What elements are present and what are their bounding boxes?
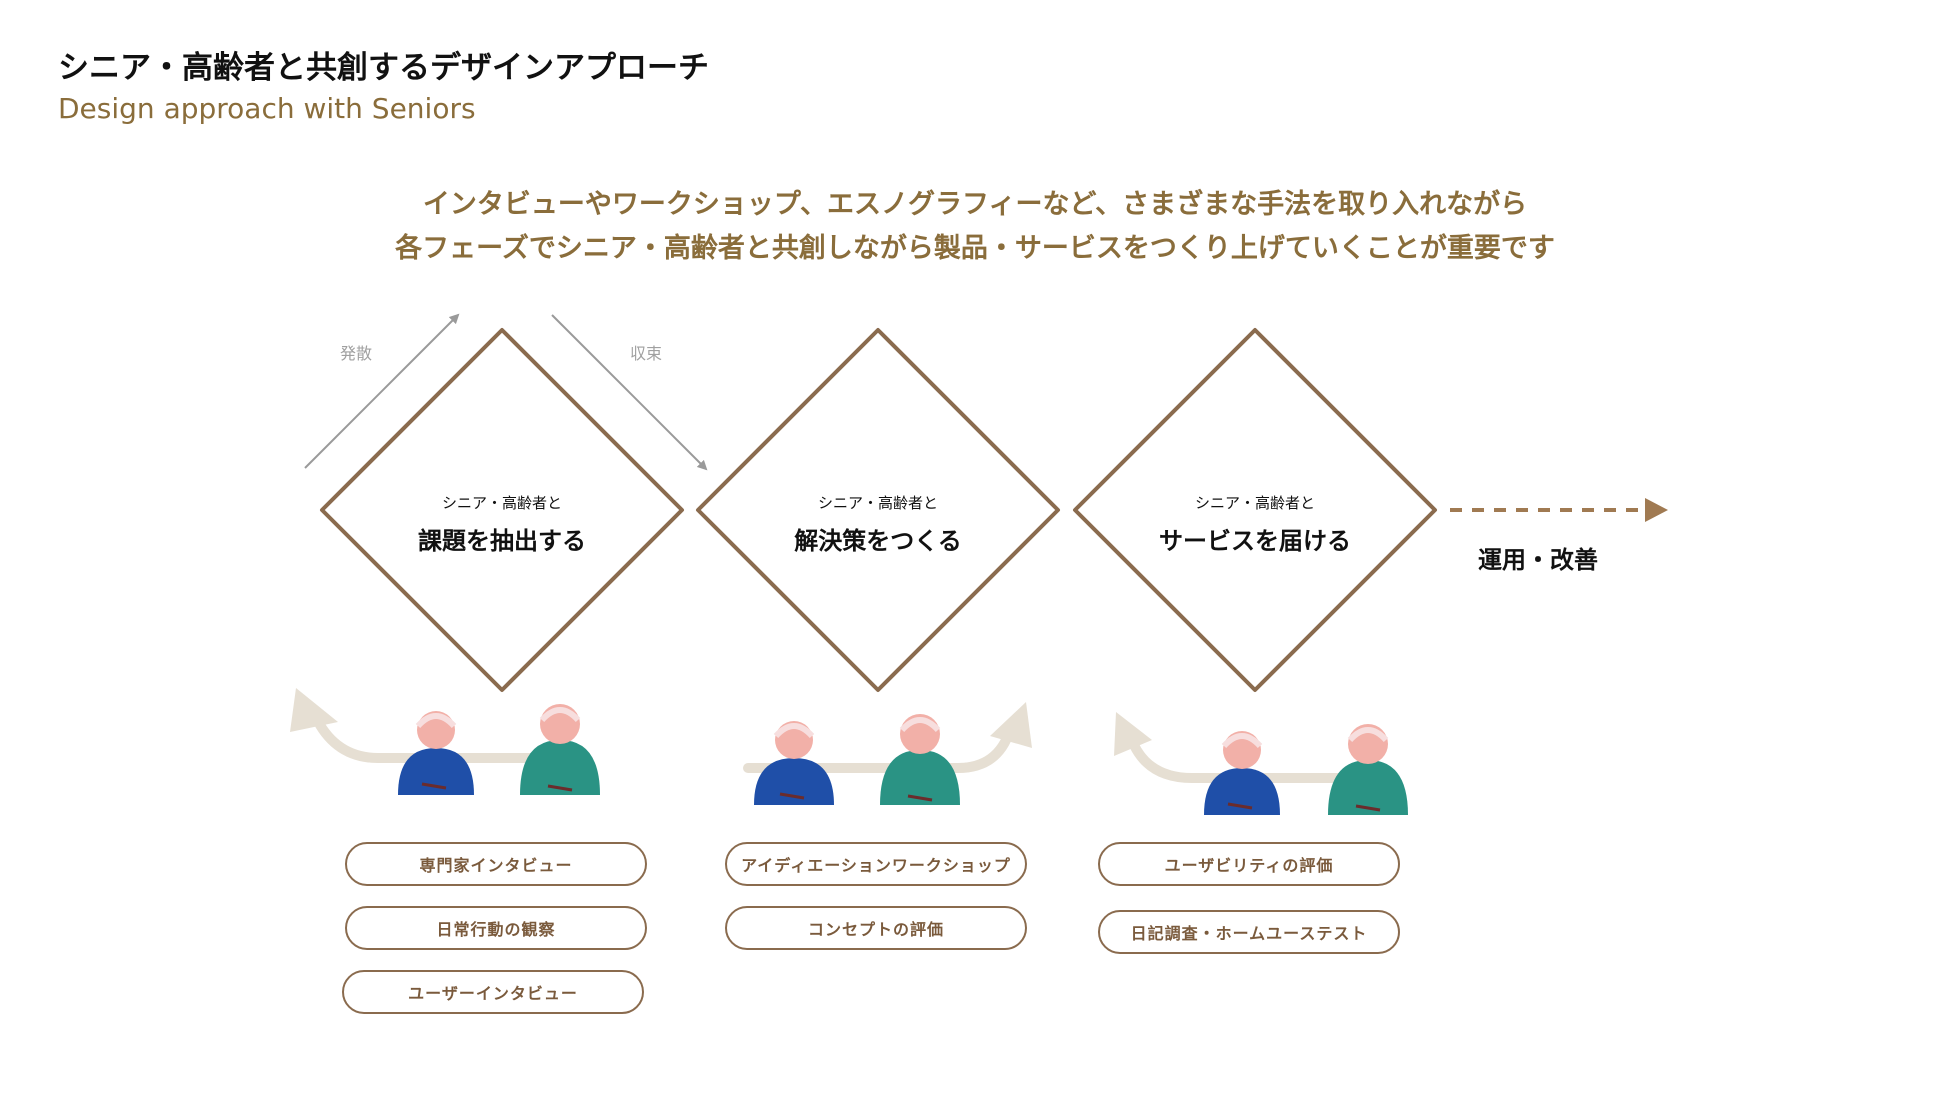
method-pill: 日記調査・ホームユーステスト [1098,910,1400,954]
converge-arrow [551,314,708,471]
dashed-arrow-head [1645,498,1668,522]
phase-3-label: シニア・高齢者と サービスを届ける [1125,492,1385,556]
flow-arrow-1 [290,688,535,763]
diamond-phase-3 [1073,328,1437,692]
phase-3-sub: シニア・高齢者と [1194,494,1315,512]
page-title: シニア・高齢者と共創するデザインアプローチ [58,50,709,86]
method-pill: アイディエーションワークショップ [725,842,1027,886]
method-pill: 日常行動の観察 [345,906,647,950]
senior-illustration-5 [1204,731,1280,815]
method-pill: ユーザーインタビュー [342,970,644,1014]
flow-arrow-3 [1114,712,1345,783]
phase-1-sub: シニア・高齢者と [441,494,562,512]
phase-2-sub: シニア・高齢者と [817,494,938,512]
page-subtitle: Design approach with Seniors [58,92,476,125]
final-step-label: 運用・改善 [1478,546,1598,574]
phase-1-label: シニア・高齢者と 課題を抽出する [372,492,632,556]
method-pill: 専門家インタビュー [345,842,647,886]
senior-illustration-1 [398,711,474,795]
diverge-arrow [304,313,460,469]
senior-illustration-2 [520,704,600,795]
phase-2-label: シニア・高齢者と 解決策をつくる [748,492,1008,556]
method-pill: ユーザビリティの評価 [1098,842,1400,886]
diamond-phase-2 [696,328,1060,692]
phase-2-main: 解決策をつくる [794,527,962,555]
converge-label: 収束 [630,344,663,363]
senior-illustration-4 [880,714,960,805]
phase-3-main: サービスを届ける [1159,527,1351,555]
method-pill: コンセプトの評価 [725,906,1027,950]
phase-1-main: 課題を抽出する [418,527,586,555]
flow-arrow-2 [743,702,1032,773]
lead-text-line-1: インタビューやワークショップ、エスノグラフィーなど、さまざまな手法を取り入れなが… [422,189,1528,220]
lead-text-line-2: 各フェーズでシニア・高齢者と共創しながら製品・サービスをつくり上げていくことが重… [395,233,1555,264]
diverge-label: 発散 [340,344,373,363]
diamond-phase-1 [320,328,684,692]
senior-illustration-6 [1328,724,1408,815]
senior-illustration-3 [754,721,834,805]
